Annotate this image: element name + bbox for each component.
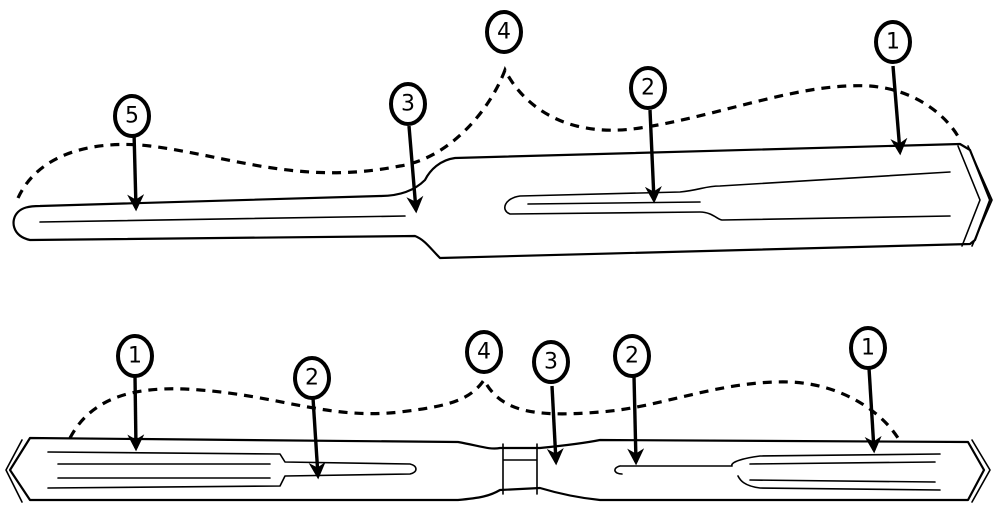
bottom-arrow-1-left — [127, 375, 145, 452]
top-callout-5: 5 — [113, 94, 151, 138]
top-callout-4-label: 4 — [497, 20, 511, 45]
top-arrow-1 — [890, 65, 908, 156]
bottom-body-outline — [8, 436, 986, 502]
bottom-arrow-2-right — [627, 375, 645, 466]
top-callout-1-label: 1 — [886, 30, 900, 55]
bottom-callout-4-label: 4 — [477, 340, 491, 365]
bottom-callout-1-left-label: 1 — [128, 344, 142, 369]
bottom-callout-3-label: 3 — [544, 350, 558, 375]
bottom-callout-2-left: 2 — [293, 356, 331, 400]
bottom-callout-2-left-label: 2 — [305, 366, 319, 391]
top-callout-5-label: 5 — [125, 104, 139, 129]
bottom-left-tip — [5, 439, 23, 503]
top-body-outline — [12, 142, 992, 260]
bottom-callout-4: 4 — [465, 330, 503, 374]
bottom-callout-2-right-label: 2 — [625, 344, 639, 369]
bottom-figure: 1 2 4 3 2 1 — [5, 326, 991, 503]
bottom-callout-1-right-label: 1 — [861, 336, 875, 361]
top-figure: 1 2 3 4 5 — [12, 10, 993, 260]
bottom-arrow-3 — [546, 385, 564, 466]
top-callout-3: 3 — [389, 82, 427, 126]
bottom-dashed-path — [68, 376, 900, 439]
top-callout-2: 2 — [629, 66, 667, 110]
top-slot-inner — [527, 201, 701, 205]
bottom-right-slot — [614, 453, 941, 491]
bottom-callout-1-right: 1 — [849, 326, 887, 370]
top-handle-line — [39, 215, 406, 223]
bottom-right-tip — [971, 439, 991, 503]
top-callout-4: 4 — [485, 10, 523, 54]
top-dashed-path — [16, 66, 962, 199]
top-callout-3-label: 3 — [401, 92, 415, 117]
bottom-arrow-1-right — [864, 367, 882, 454]
bottom-callout-2-right: 2 — [613, 334, 651, 378]
bottom-callout-3: 3 — [532, 340, 570, 384]
bottom-callout-1-left: 1 — [116, 334, 154, 378]
top-callout-2-label: 2 — [641, 76, 655, 101]
bottom-left-slot — [47, 451, 417, 489]
bottom-center-knuckle — [502, 443, 538, 495]
top-tip-inner — [957, 145, 981, 247]
top-arrow-3 — [406, 125, 424, 214]
top-arrow-5 — [127, 131, 145, 212]
bottom-arrow-2-left — [308, 397, 326, 480]
top-arrow-2 — [644, 109, 662, 204]
top-tip-outer — [967, 145, 993, 247]
top-inner-slot — [504, 171, 951, 221]
top-callout-1: 1 — [874, 20, 912, 64]
